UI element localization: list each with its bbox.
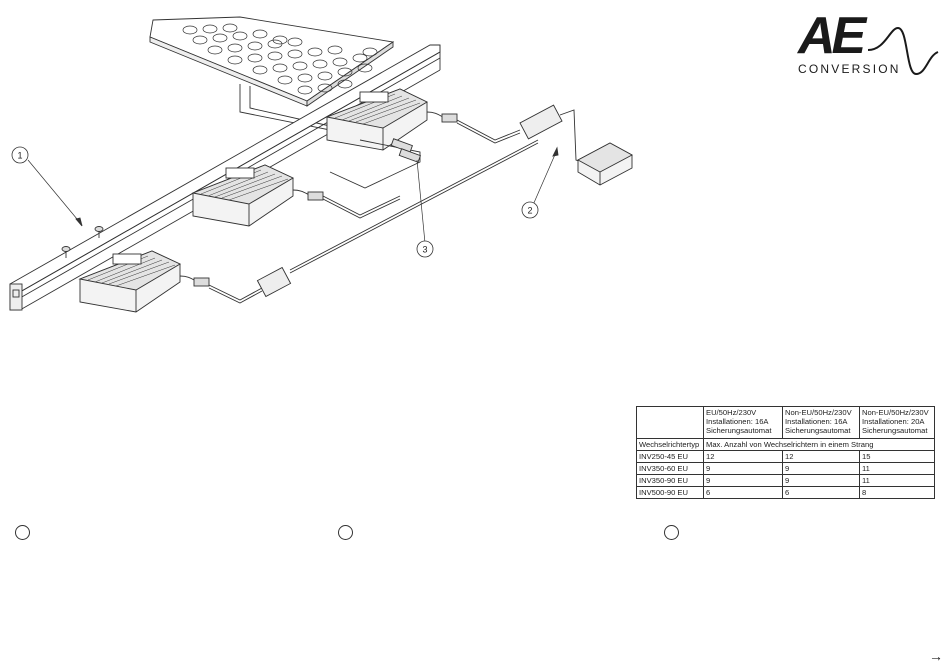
type-label: Wechselrichtertyp xyxy=(636,438,704,451)
table-cell: 9 xyxy=(703,462,783,475)
bolt-1 xyxy=(61,246,71,258)
microinverter-bottom xyxy=(78,250,210,313)
table-cell: 12 xyxy=(782,450,860,463)
junction-box xyxy=(577,142,633,186)
brand-logo: AE CONVERSION xyxy=(795,10,940,82)
bolt-2 xyxy=(94,226,104,238)
table-row: INV350-90 EU 9 9 11 xyxy=(636,474,935,487)
span-label: Max. Anzahl von Wechselrichtern in einem… xyxy=(703,438,935,451)
table-header-cell: EU/50Hz/230V Installationen: 16A Sicheru… xyxy=(703,406,783,439)
table-cell: 8 xyxy=(859,486,935,499)
table-cell: INV350-90 EU xyxy=(636,474,704,487)
inverter-count-table: EU/50Hz/230V Installationen: 16A Sicheru… xyxy=(636,406,935,499)
svg-text:2: 2 xyxy=(527,206,532,216)
table-cell: 12 xyxy=(703,450,783,463)
logo-subtitle: CONVERSION xyxy=(798,62,901,76)
table-header-row: EU/50Hz/230V Installationen: 16A Sicheru… xyxy=(636,406,935,439)
table-cell: 9 xyxy=(782,462,860,475)
blank-step-circle-1 xyxy=(15,525,30,540)
table-cell: 6 xyxy=(782,486,860,499)
table-row: Wechselrichtertyp Max. Anzahl von Wechse… xyxy=(636,438,935,451)
callout-2: 2 xyxy=(521,201,539,219)
table-cell: INV250-45 EU xyxy=(636,450,704,463)
table-row: INV350-60 EU 9 9 11 xyxy=(636,462,935,475)
table-row: INV500-90 EU 6 6 8 xyxy=(636,486,935,499)
mounting-rail xyxy=(9,44,441,311)
table-cell: 6 xyxy=(703,486,783,499)
table-cell: 15 xyxy=(859,450,935,463)
logo-wave-icon xyxy=(867,26,939,76)
blank-step-circle-3 xyxy=(664,525,679,540)
table-cell: 9 xyxy=(703,474,783,487)
callout-1: 1 xyxy=(11,146,29,164)
microinverter-middle xyxy=(191,164,324,227)
table-cell: 11 xyxy=(859,474,935,487)
blank-step-circle-2 xyxy=(338,525,353,540)
table-cell: INV500-90 EU xyxy=(636,486,704,499)
table-header-cell xyxy=(636,406,704,439)
table-cell: 11 xyxy=(859,462,935,475)
microinverter-top xyxy=(325,88,458,151)
solar-panel xyxy=(149,16,395,131)
dc-connectors xyxy=(329,138,421,189)
table-cell: INV350-60 EU xyxy=(636,462,704,475)
table-header-cell: Non-EU/50Hz/230V Installationen: 16A Sic… xyxy=(782,406,860,439)
svg-text:1: 1 xyxy=(17,151,22,161)
logo-mark: AE xyxy=(798,7,866,65)
svg-text:3: 3 xyxy=(422,245,427,255)
table-cell: 9 xyxy=(782,474,860,487)
callout-3: 3 xyxy=(416,240,434,258)
table-row: INV250-45 EU 12 12 15 xyxy=(636,450,935,463)
table-header-cell: Non-EU/50Hz/230V Installationen: 20A Sic… xyxy=(859,406,935,439)
next-page-arrow-icon: → xyxy=(929,648,943,664)
